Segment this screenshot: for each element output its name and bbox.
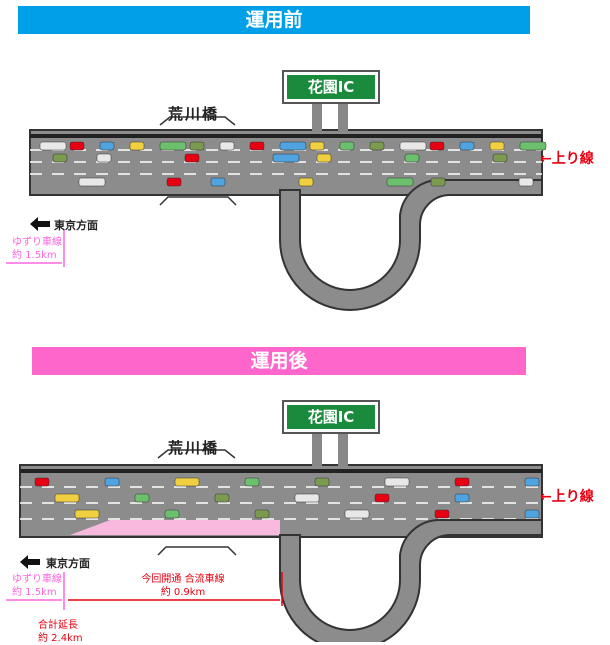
- vehicle: [166, 177, 182, 187]
- new-merge-lane: [70, 520, 280, 535]
- vehicle: [524, 477, 540, 487]
- vehicle: [249, 141, 265, 151]
- vehicle: [219, 141, 235, 151]
- interchange-sign: 花園IC: [282, 400, 380, 434]
- direction-label: ←上り線: [540, 489, 594, 505]
- vehicle: [386, 177, 414, 187]
- vehicle: [174, 477, 200, 487]
- vehicle: [492, 153, 508, 163]
- yield-lane-label: ゆずり車線約 1.5km: [12, 574, 62, 598]
- tokyo-direction-label: 東京方面: [46, 557, 90, 570]
- vehicle: [129, 141, 145, 151]
- vehicle: [279, 141, 307, 151]
- vehicle: [519, 141, 547, 151]
- vehicle: [244, 477, 260, 487]
- vehicle: [430, 177, 446, 187]
- bridge-label: 荒川橋: [168, 105, 220, 123]
- vehicle: [518, 177, 534, 187]
- vehicle: [399, 141, 427, 151]
- vehicle: [374, 493, 390, 503]
- total-length-label: 合計延長約 2.4km: [38, 620, 83, 644]
- vehicle: [69, 141, 85, 151]
- vehicle: [34, 477, 50, 487]
- vehicle: [214, 493, 230, 503]
- arrow-left-icon: [30, 217, 50, 231]
- before-banner: 運用前: [18, 6, 530, 34]
- vehicle: [454, 493, 470, 503]
- vehicle: [459, 141, 475, 151]
- vehicle: [404, 153, 420, 163]
- vehicle: [454, 477, 470, 487]
- vehicle: [164, 509, 180, 519]
- vehicle: [298, 177, 314, 187]
- vehicle: [78, 177, 106, 187]
- yield-lane-label: ゆずり車線約 1.5km: [12, 237, 62, 261]
- after-banner: 運用後: [32, 347, 526, 375]
- vehicle: [524, 509, 540, 519]
- vehicle: [39, 141, 67, 151]
- vehicle: [309, 141, 325, 151]
- vehicle: [96, 153, 112, 163]
- vehicle: [74, 509, 100, 519]
- vehicle: [434, 509, 450, 519]
- vehicle: [429, 141, 445, 151]
- vehicle: [316, 153, 332, 163]
- vehicle: [184, 153, 200, 163]
- direction-label: ←上り線: [540, 151, 594, 167]
- vehicle: [189, 141, 205, 151]
- before-road: [29, 100, 543, 311]
- vehicle: [134, 493, 150, 503]
- interchange-sign: 花園IC: [282, 70, 380, 104]
- vehicle: [54, 493, 80, 503]
- vehicle: [369, 141, 385, 151]
- bridge-label: 荒川橋: [168, 439, 220, 457]
- merge-lane-label: 今回開通 合流車線約 0.9km: [141, 574, 225, 598]
- vehicle: [254, 509, 270, 519]
- vehicle: [159, 141, 187, 151]
- vehicle: [52, 153, 68, 163]
- vehicle: [104, 477, 120, 487]
- vehicle: [99, 141, 115, 151]
- vehicle: [384, 477, 410, 487]
- vehicle: [210, 177, 226, 187]
- arrow-left-icon: [20, 555, 40, 569]
- vehicle: [339, 141, 355, 151]
- vehicle: [272, 153, 300, 163]
- after-road: [19, 430, 543, 642]
- vehicle: [344, 509, 370, 519]
- tokyo-direction-label: 東京方面: [54, 219, 98, 232]
- vehicle: [489, 141, 505, 151]
- vehicles: [34, 141, 547, 519]
- vehicle: [314, 477, 330, 487]
- vehicle: [294, 493, 320, 503]
